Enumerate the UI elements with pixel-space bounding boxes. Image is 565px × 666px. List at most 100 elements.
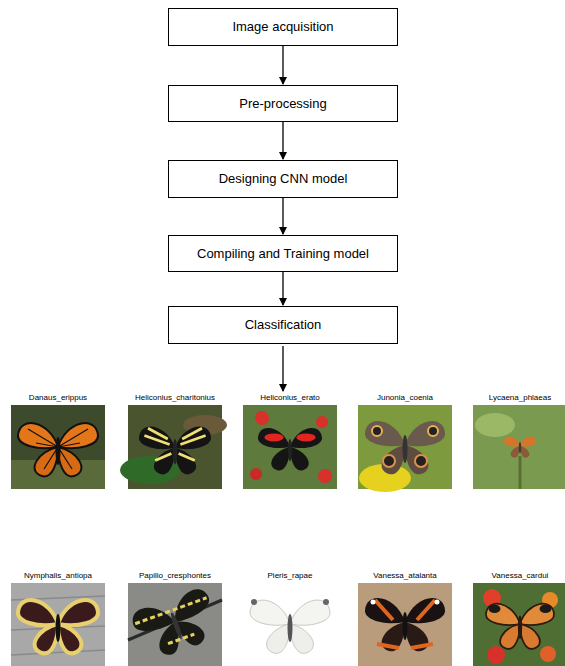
wing <box>500 624 520 649</box>
flow-arrow <box>282 198 283 234</box>
wing-patch <box>296 433 315 441</box>
wing-spot <box>371 600 376 605</box>
body <box>403 435 408 463</box>
butterfly-photo <box>473 583 565 666</box>
wing <box>504 436 520 446</box>
butterfly-photo <box>120 405 227 489</box>
wing-band <box>135 598 217 652</box>
eyespot <box>428 426 438 436</box>
box-label: Compiling and Training model <box>189 244 377 264</box>
body <box>169 612 183 640</box>
butterfly <box>486 604 554 649</box>
class-label: Danaus_erippus <box>29 394 87 402</box>
body <box>403 612 408 640</box>
wood-grain <box>11 596 105 655</box>
output-arrow <box>282 346 283 391</box>
eyespot <box>415 455 427 467</box>
box-label: Designing CNN model <box>211 169 356 189</box>
wing-tip <box>251 599 257 605</box>
wing <box>365 421 405 446</box>
wing <box>520 436 536 446</box>
stem <box>519 456 522 489</box>
class-label: Vanessa_atalanta <box>373 572 436 580</box>
butterfly <box>18 600 98 653</box>
wing-tip <box>489 604 501 613</box>
flow-arrow <box>282 272 283 305</box>
leaf <box>475 413 515 437</box>
butterfly-photo <box>11 583 105 666</box>
wing <box>520 604 554 625</box>
class-label: Lycaena_phlaeas <box>489 394 551 402</box>
wing <box>382 445 405 474</box>
butterfly-photo <box>358 405 452 492</box>
wing <box>18 600 58 625</box>
body <box>519 442 521 453</box>
flower <box>540 646 556 662</box>
butterfly <box>504 436 536 457</box>
butterfly <box>258 428 322 471</box>
wing <box>405 421 445 446</box>
photo-ground <box>358 583 452 666</box>
wing <box>520 624 540 649</box>
flower <box>316 416 328 428</box>
photo-ground <box>473 405 565 489</box>
wing-spot <box>435 600 440 605</box>
wing <box>511 446 520 458</box>
class-label: Heliconius_erato <box>260 394 320 402</box>
box-label: Classification <box>237 315 330 335</box>
photo-ground <box>243 405 337 489</box>
eyespot <box>372 426 382 436</box>
process-box: Classification <box>168 306 398 344</box>
butterfly <box>139 426 211 474</box>
wing-veins <box>28 429 88 469</box>
wing <box>139 426 175 449</box>
wing <box>267 624 290 653</box>
butterfly-photo <box>473 405 565 489</box>
box-label: Image acquisition <box>224 17 341 37</box>
wing <box>271 447 290 470</box>
process-box: Image acquisition <box>168 8 398 46</box>
butterfly-photo <box>11 405 105 489</box>
class-label: Nymphalis_antiopa <box>24 572 92 580</box>
wing-tip <box>323 599 329 605</box>
wing <box>290 624 313 653</box>
butterfly-photo <box>243 583 337 666</box>
wing <box>405 445 428 474</box>
class-label: Junonia_coenia <box>377 394 433 402</box>
butterfly <box>129 586 222 663</box>
flower <box>250 468 262 480</box>
wing-tip <box>540 604 552 613</box>
wing <box>58 624 81 653</box>
wing <box>486 604 520 625</box>
wing <box>290 428 322 448</box>
butterfly-photo <box>128 583 223 666</box>
wing-band <box>375 600 435 648</box>
class-label: Heliconius_charitonius <box>135 394 215 402</box>
butterfly-photo <box>358 583 452 666</box>
process-box: Compiling and Training model <box>168 235 398 272</box>
body <box>56 614 61 642</box>
butterfly <box>365 598 445 651</box>
body <box>56 437 61 465</box>
flower <box>487 646 505 664</box>
flow-arrow <box>282 46 283 84</box>
wing-patch <box>264 433 283 441</box>
photo-ground <box>128 583 222 666</box>
butterfly <box>365 421 445 474</box>
class-label: Pieris_rapae <box>268 572 313 580</box>
process-box: Designing CNN model <box>168 160 398 198</box>
class-label: Papilio_cresphontes <box>139 572 211 580</box>
flower <box>318 469 332 483</box>
wing <box>290 447 309 470</box>
photo-ground <box>243 583 337 666</box>
photo-ground <box>11 583 105 666</box>
body <box>288 439 292 461</box>
flow-arrow <box>282 122 283 159</box>
photo-ground <box>473 583 565 666</box>
photo-ground <box>11 405 105 489</box>
wing <box>258 428 290 448</box>
wing <box>175 426 211 449</box>
body <box>288 614 293 642</box>
butterfly-photo <box>243 405 337 489</box>
process-box: Pre-processing <box>168 85 398 122</box>
